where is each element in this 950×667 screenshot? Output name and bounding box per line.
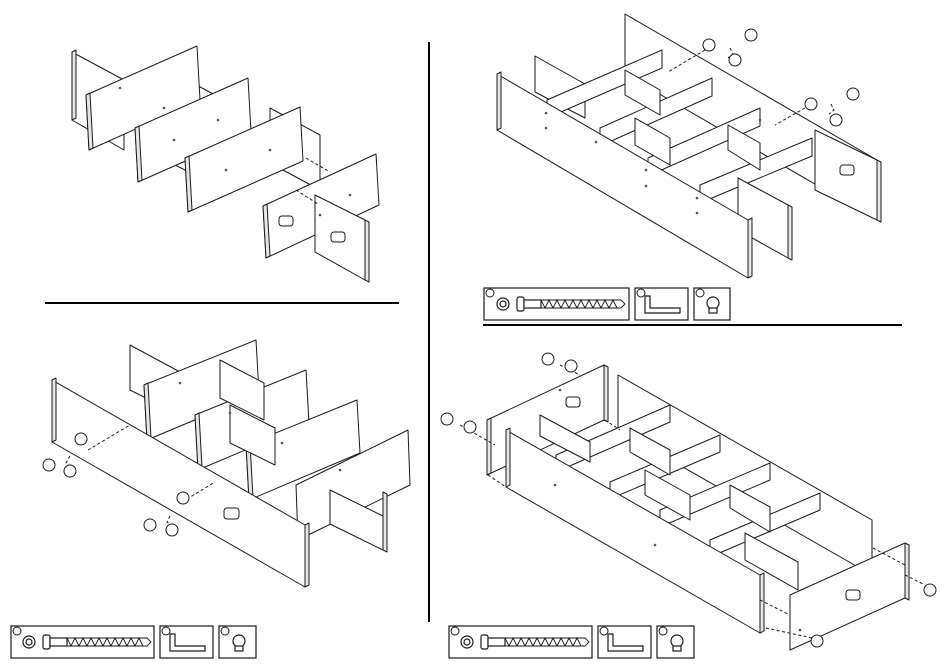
- cam-bolt-marker: [565, 360, 577, 372]
- panel-edge: [788, 205, 792, 260]
- cam-cap-marker: [441, 413, 453, 425]
- cam-bolt-marker: [811, 635, 823, 647]
- cam-bolt-marker: [177, 492, 189, 504]
- cam-bolt-marker: [924, 584, 936, 596]
- panel-edge: [506, 428, 510, 487]
- cam-cap-marker: [847, 88, 859, 100]
- panel-edge: [487, 418, 491, 475]
- panel-edge: [305, 523, 309, 587]
- handle-cutout: [279, 216, 293, 226]
- cam-bolt-marker: [830, 114, 842, 126]
- cam-bolt-marker: [166, 524, 178, 536]
- panel-edge: [604, 365, 608, 422]
- step-4-diagram: [441, 353, 936, 650]
- cam-bolt-marker: [75, 433, 87, 445]
- panel-edge: [748, 218, 752, 278]
- step-2-hardware: [484, 288, 730, 320]
- handle-cutout: [331, 232, 345, 242]
- handle-cutout: [224, 508, 239, 519]
- panel-edge: [72, 50, 76, 120]
- cam-bolt-marker: [703, 39, 715, 51]
- cam-bolt-marker: [64, 465, 76, 477]
- panel-edge: [877, 160, 881, 222]
- step-1-diagram: [72, 46, 379, 282]
- step-2-diagram: [497, 14, 881, 278]
- cam-bolt-marker: [464, 421, 476, 433]
- cam-bolt-marker: [729, 54, 741, 66]
- panel-edge: [383, 492, 387, 552]
- handle-cutout: [840, 165, 854, 175]
- handle-cutout: [846, 590, 860, 600]
- panel-edge: [52, 378, 56, 442]
- step-3-hardware: [11, 626, 256, 658]
- panel-edge: [905, 543, 909, 600]
- cam-cap-marker: [43, 459, 55, 471]
- panel-edge: [760, 573, 764, 633]
- step-3-diagram: [43, 340, 410, 587]
- cam-cap-marker: [745, 29, 757, 41]
- panel-edge: [365, 220, 369, 282]
- handle-cutout: [566, 397, 580, 407]
- cam-cap-marker: [144, 519, 156, 531]
- panel-edge: [497, 72, 501, 130]
- cam-bolt-marker: [805, 98, 817, 110]
- step-4-hardware: [449, 626, 694, 658]
- cam-bolt-marker: [542, 353, 554, 365]
